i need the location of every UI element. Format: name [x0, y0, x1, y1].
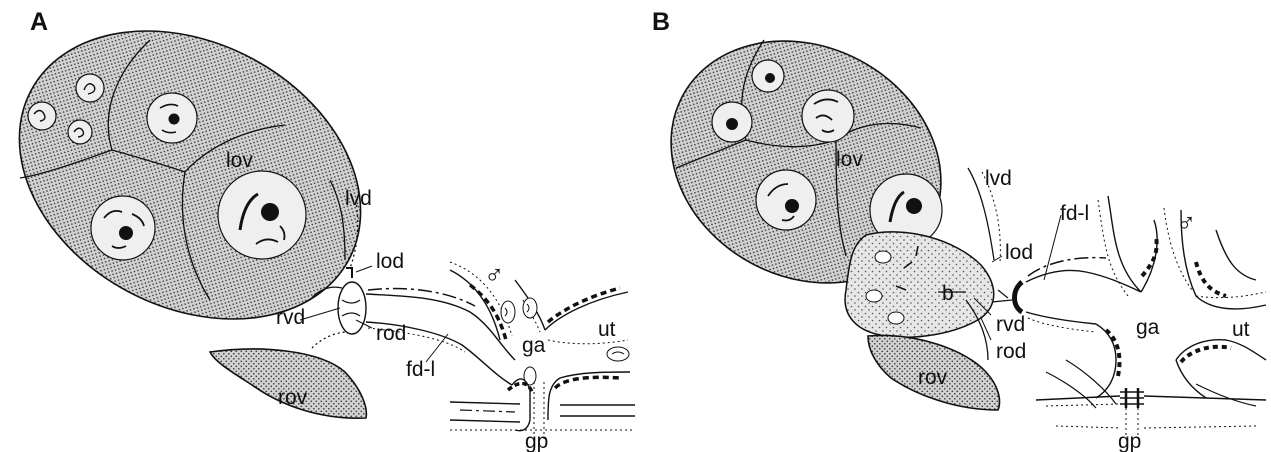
oocyte: [28, 102, 56, 130]
female-duct: [1026, 270, 1141, 292]
label-rod: rod: [996, 340, 1026, 363]
male-lobe: [548, 340, 628, 344]
label-lod: lod: [376, 250, 404, 273]
label-rov: rov: [918, 366, 948, 389]
label-rvd: rvd: [276, 306, 305, 329]
genital-atrium-wall: [1176, 360, 1206, 398]
label-lod: lod: [1005, 241, 1033, 264]
male-symbol: ♂: [484, 260, 504, 290]
label-ut: ut: [598, 318, 616, 341]
duct-plug: [992, 300, 1012, 302]
genital-atrium-wall: [1096, 324, 1116, 398]
label-ut: ut: [1232, 318, 1250, 341]
oocyte: [752, 60, 784, 92]
genital-atrium-wall: [1046, 372, 1096, 408]
male-lobe: [1141, 220, 1157, 292]
label-b: b: [942, 282, 954, 305]
genital-atrium-wall: [1196, 384, 1256, 406]
male-lobe: [1098, 200, 1128, 296]
label-lov: lov: [226, 149, 253, 172]
genital-atrium-lining: [1181, 347, 1231, 362]
label-rod: rod: [376, 322, 406, 345]
oocyte: [712, 102, 752, 142]
label-lvd: lvd: [985, 167, 1012, 190]
male-lobe: [1108, 196, 1141, 292]
label-fd-l: fd-l: [1060, 202, 1089, 225]
bursa: [845, 232, 994, 337]
oocyte: [802, 90, 854, 142]
female-duct-lining: [368, 289, 475, 306]
label-lov: lov: [836, 148, 863, 171]
oocyte: [91, 196, 155, 260]
male-lobe: [1216, 230, 1256, 280]
oocyte: [218, 171, 306, 259]
label-rov: rov: [278, 386, 308, 409]
oocyte: [147, 93, 197, 143]
label-rvd: rvd: [996, 313, 1025, 336]
body-wall: [1036, 396, 1120, 400]
duct-plug: [998, 290, 1008, 298]
duct-plug: [1015, 282, 1023, 312]
panel-a: A lov lvd lod rvd rod fd-l ga ut rov gp …: [0, 0, 635, 452]
sperm-cyst: [523, 298, 537, 318]
label-gp: gp: [525, 430, 548, 452]
body-wall: [450, 420, 520, 422]
oocyte: [68, 120, 92, 144]
oviduct-chamber: [338, 282, 366, 334]
male-lobe: [1196, 292, 1266, 298]
label-fd-l: fd-l: [406, 358, 435, 381]
male-lobe-lining: [1196, 262, 1226, 296]
sperm-cyst: [607, 347, 629, 361]
panel-letter: A: [30, 8, 48, 36]
genital-atrium-wall: [512, 379, 530, 431]
panel-b-drawing: B lov lvd fd-l lod b rvd rod ga ut rov g…: [636, 0, 1271, 452]
label-leader: [356, 266, 372, 272]
oocyte: [756, 170, 816, 230]
label-leader: [1044, 215, 1061, 280]
female-duct: [1026, 312, 1096, 324]
male-symbol: ♂: [1176, 208, 1196, 238]
genital-pore: [1120, 392, 1144, 404]
panel-a-drawing: A lov lvd lod rvd rod fd-l ga ut rov gp …: [0, 0, 635, 452]
body-wall: [460, 410, 515, 412]
body-wall: [1046, 404, 1120, 406]
label-ga: ga: [1136, 316, 1160, 339]
right-oviduct: [312, 332, 345, 348]
oocyte: [76, 74, 104, 102]
label-ga: ga: [522, 334, 546, 357]
panel-letter: B: [652, 8, 670, 36]
body-wall: [450, 402, 520, 404]
body-surface: [1056, 426, 1256, 428]
label-lvd: lvd: [345, 187, 372, 210]
panel-b: B lov lvd fd-l lod b rvd rod ga ut rov g…: [636, 0, 1271, 452]
genital-atrium-lining: [555, 377, 620, 388]
genital-atrium-lining: [1106, 330, 1120, 376]
label-leader: [300, 308, 340, 320]
sperm-cyst: [501, 301, 515, 323]
male-lobe-lining: [1142, 236, 1157, 276]
label-gp: gp: [1118, 430, 1141, 452]
